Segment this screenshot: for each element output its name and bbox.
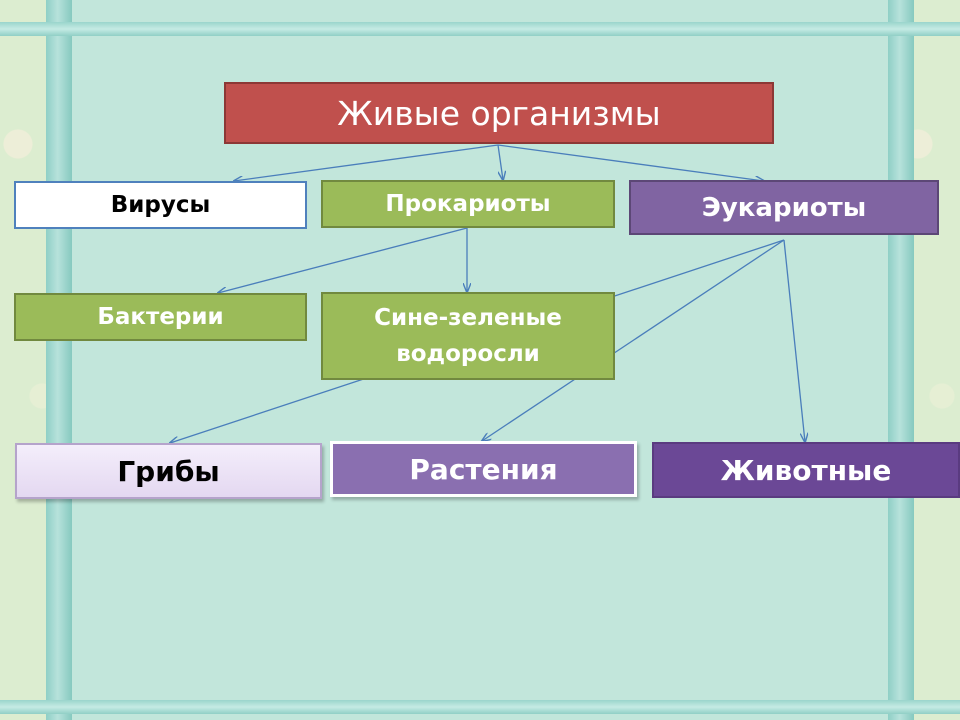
node-viruses-label: Вирусы bbox=[110, 192, 211, 218]
node-living-organisms-label: Живые организмы bbox=[337, 93, 661, 133]
ribbon-top bbox=[0, 22, 960, 36]
node-viruses: Вирусы bbox=[14, 181, 307, 229]
node-bacteria: Бактерии bbox=[14, 293, 307, 341]
ribbon-right bbox=[888, 0, 914, 720]
node-fungi-label: Грибы bbox=[117, 454, 220, 488]
ribbon-bottom bbox=[0, 700, 960, 714]
node-fungi: Грибы bbox=[15, 443, 322, 499]
node-prokaryotes-label: Прокариоты bbox=[385, 191, 551, 217]
node-plants-label: Растения bbox=[409, 452, 558, 486]
node-blue-green-algae-label: Сине-зеленые водоросли bbox=[374, 305, 562, 367]
node-prokaryotes: Прокариоты bbox=[321, 180, 615, 228]
node-blue-green-algae: Сине-зеленые водоросли bbox=[321, 292, 615, 380]
node-animals-label: Животные bbox=[720, 453, 892, 487]
node-bacteria-label: Бактерии bbox=[97, 304, 224, 330]
node-living-organisms: Живые организмы bbox=[224, 82, 774, 144]
node-animals: Животные bbox=[652, 442, 960, 498]
node-eukaryotes-label: Эукариоты bbox=[701, 192, 867, 223]
node-plants: Растения bbox=[330, 441, 637, 497]
ribbon-left bbox=[46, 0, 72, 720]
node-eukaryotes: Эукариоты bbox=[629, 180, 939, 235]
